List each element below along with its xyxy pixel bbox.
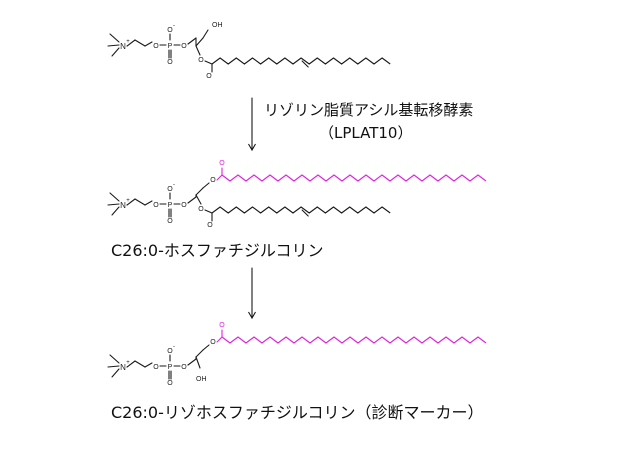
ester-bond	[216, 174, 223, 181]
lpc-c26-anionic-oxygen-label: O	[167, 348, 173, 355]
bond	[126, 360, 136, 368]
lpc-c26-phosphorus-label: P	[168, 364, 173, 371]
lpc-c26-head-group	[107, 354, 197, 380]
pc-sn1-oxygen-label: O	[210, 177, 216, 184]
bond	[134, 39, 146, 47]
hexacosanoyl-chain-pc	[221, 174, 487, 182]
bond	[187, 37, 197, 45]
methyl-bond	[111, 47, 120, 57]
double-bond-mark	[301, 209, 309, 217]
pc-phosphoryl-oxygen-label: O	[167, 218, 173, 225]
lpc-c26-sn1-oxygen-label: O	[210, 339, 216, 346]
pc-sn2-oxygen-label: O	[198, 206, 204, 213]
oleoyl-chain-1	[211, 57, 391, 65]
lpc-c26-ester-oxygen-label: O	[153, 364, 159, 371]
lpc-c26-hydroxyl-label: OH	[196, 376, 207, 383]
arrow-acyl-transfer-head	[248, 143, 256, 152]
methyl-bond	[111, 206, 120, 216]
lpc-oleoyl-phosphoryl-oxygen-label: O	[167, 59, 173, 66]
arrow-acyl-transfer	[248, 97, 256, 152]
methyl-bond	[107, 203, 120, 206]
pc-head-group	[107, 192, 197, 218]
methyl-bond	[107, 44, 120, 47]
methyl-bond	[107, 365, 120, 368]
glycerol-bond	[195, 194, 202, 205]
glycerol-bond	[202, 29, 209, 39]
pc-phosphorus-label: P	[168, 202, 173, 209]
bond	[204, 60, 213, 65]
pc-sn2-carbonyl-oxygen-label: O	[207, 222, 213, 229]
oleoyl-chain-2-line	[211, 206, 391, 214]
glycerol-bond	[195, 187, 204, 196]
double-bond-mark	[301, 60, 309, 68]
methyl-bond	[109, 192, 120, 202]
lpc-oleoyl-phosphorus-label: P	[168, 43, 173, 50]
bond	[187, 358, 197, 366]
methyl-bond	[111, 368, 120, 378]
glycerol-bond	[195, 45, 201, 56]
methyl-bond	[109, 33, 120, 43]
pc-nitrogen-label: N	[120, 201, 126, 210]
lpc-oleoyl-glycerol-oxygen-label: O	[181, 43, 187, 50]
hexacosanoyl-chain-pc-line	[221, 174, 487, 182]
lpc-c26-nitrogen-label: N	[120, 363, 126, 372]
pc-sn1-carbonyl-oxygen-label: O	[219, 160, 225, 167]
lpc-oleoyl-positive-charge: +	[126, 39, 130, 45]
pc-positive-charge: +	[126, 198, 130, 204]
bond	[144, 41, 153, 47]
glycerol-bond	[202, 182, 210, 189]
lpc-c26-positive-charge: +	[126, 360, 130, 366]
lpc-c26-negative-charge: -	[173, 344, 175, 350]
hexacosanoyl-chain-lpc	[221, 336, 487, 344]
lpc-c26-carbonyl-oxygen-label: O	[219, 322, 225, 329]
lpc-c26-glycerol-oxygen-label: O	[181, 364, 187, 371]
lpc-oleoyl-head-group	[107, 33, 197, 59]
bond	[134, 198, 146, 206]
bond	[144, 200, 153, 206]
bond	[204, 209, 213, 214]
lpc-oleoyl-hydroxyl-label: OH	[212, 22, 223, 29]
pc-glycerol-oxygen-label: O	[181, 202, 187, 209]
lpc-oleoyl-ester-oxygen-label: O	[153, 43, 159, 50]
bond	[187, 196, 197, 204]
bond	[126, 39, 136, 47]
product-phosphatidylcholine-name: C26:0-ホスファチジルコリン	[111, 241, 324, 260]
bond	[144, 362, 153, 368]
oleoyl-chain-2	[211, 206, 391, 214]
enzyme-abbreviation: （LPLAT10）	[319, 124, 413, 142]
reaction-arrows	[248, 97, 256, 320]
bond	[126, 198, 136, 206]
pc-anionic-oxygen-label: O	[167, 186, 173, 193]
glycerol-bond	[195, 356, 201, 369]
glycerol-bond	[195, 37, 204, 47]
lpc-oleoyl-anionic-oxygen-label: O	[167, 27, 173, 34]
hexacosanoyl-chain-lpc-line	[221, 336, 487, 344]
lpc-oleoyl-carbonyl-oxygen-label: O	[206, 73, 212, 80]
methyl-bond	[109, 354, 120, 364]
glycerol-bond	[202, 344, 210, 351]
pc-ester-oxygen-label: O	[153, 202, 159, 209]
ester-bond	[216, 336, 223, 343]
bond	[134, 360, 146, 368]
lpc-oleoyl-acyl-oxygen-label: O	[198, 57, 204, 64]
lpc-oleoyl-negative-charge: -	[173, 23, 175, 29]
enzyme-name: リゾリン脂質アシル基転移酵素	[264, 101, 474, 119]
product-lysophosphatidylcholine-name: C26:0-リゾホスファチジルコリン（診断マーカー）	[111, 403, 484, 422]
arrow-hydrolysis-head	[248, 311, 256, 320]
lpc-oleoyl-nitrogen-label: N	[120, 42, 126, 51]
glycerol-bond	[195, 349, 204, 358]
arrow-hydrolysis	[248, 267, 256, 320]
pc-negative-charge: -	[173, 182, 175, 188]
oleoyl-chain-1-line	[211, 57, 391, 65]
lpc-c26-phosphoryl-oxygen-label: O	[167, 380, 173, 387]
